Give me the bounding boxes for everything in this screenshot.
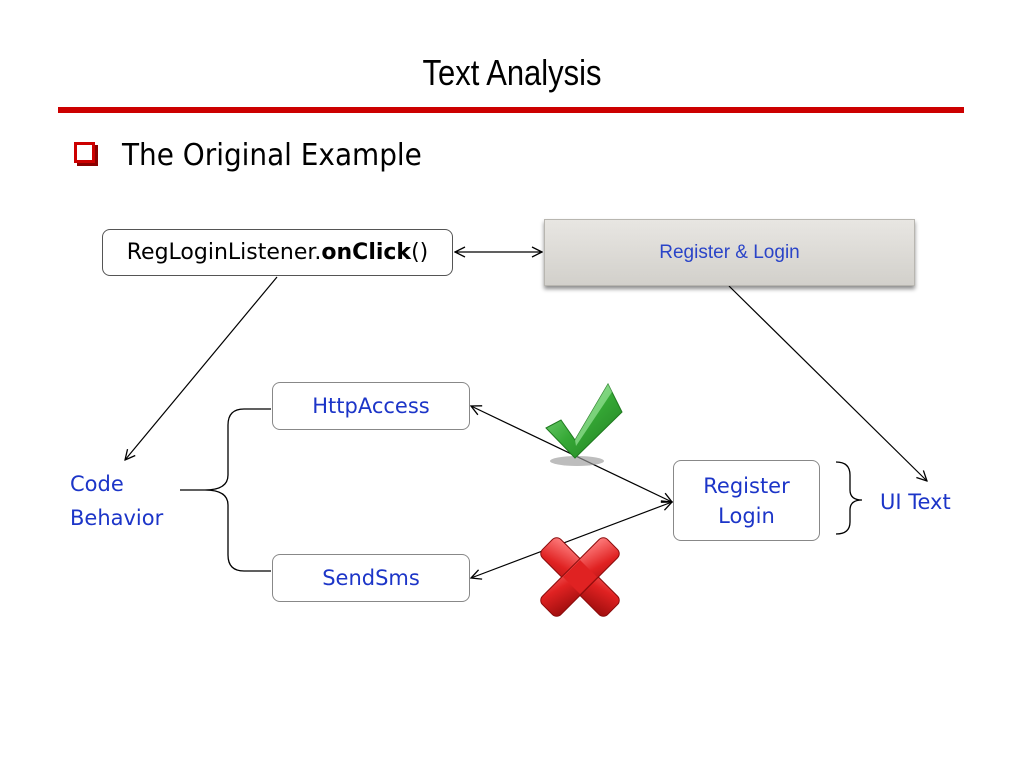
listener-to-code-arrow	[125, 276, 278, 460]
listener-prefix: RegLoginListener.	[126, 240, 322, 265]
ui-text-label: UI Text	[880, 490, 951, 514]
slide-title: Text Analysis	[422, 52, 602, 93]
button-to-uitext-arrow	[728, 285, 927, 481]
onclick-method-box: RegLoginListener.onClick()	[102, 229, 453, 276]
send-sms-box: SendSms	[272, 554, 470, 602]
sms-register-link	[471, 502, 672, 578]
cross-icon	[540, 537, 620, 617]
code-behavior-line2: Behavior	[70, 506, 164, 530]
code-behavior-brace	[180, 408, 271, 572]
http-access-label: HttpAccess	[312, 394, 430, 418]
bullet-text: The Original Example	[122, 138, 422, 173]
checkmark-icon	[545, 382, 623, 466]
register-login-text-box: Register Login	[673, 460, 820, 541]
send-sms-label: SendSms	[322, 566, 420, 590]
listener-suffix: ()	[411, 240, 429, 265]
register-login-button[interactable]: Register & Login	[544, 219, 915, 286]
register-line2: Login	[718, 503, 775, 528]
code-behavior-line1: Code	[70, 472, 124, 496]
code-behavior-label: Code Behavior	[70, 467, 163, 535]
http-access-box: HttpAccess	[272, 382, 470, 430]
register-login-button-label: Register & Login	[659, 241, 800, 263]
ui-text-brace	[835, 461, 863, 535]
listener-method: onClick	[321, 240, 412, 265]
register-line1: Register	[703, 473, 790, 498]
bullet-square-icon	[74, 142, 95, 163]
title-divider	[58, 107, 964, 113]
